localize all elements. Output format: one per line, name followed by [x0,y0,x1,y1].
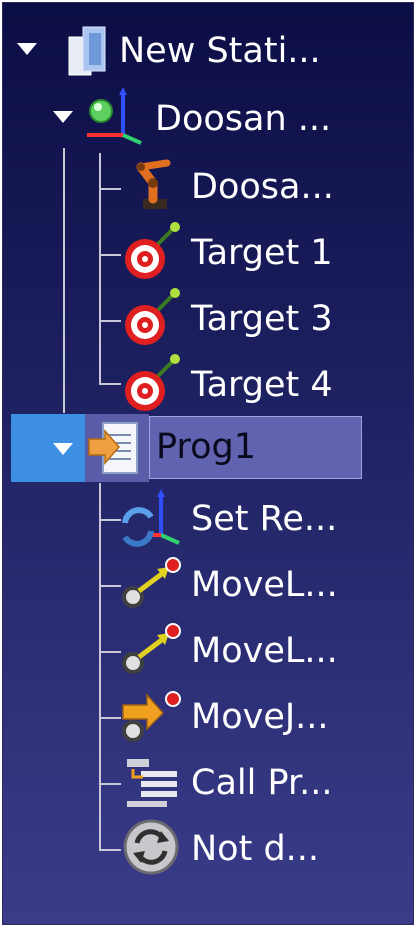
robot-arm-icon [123,153,183,218]
tree-item-station[interactable]: New Stati... [119,19,321,83]
selection-highlight [11,414,85,482]
call-program-icon [121,751,183,816]
tree-item-label: MoveJ... [191,696,329,737]
tree-item-instruction[interactable]: MoveL... [191,619,338,683]
tree-item-instruction[interactable]: MoveJ... [191,685,329,749]
tree-item-target[interactable]: Target 4 [191,353,333,417]
tree-connector [99,383,121,385]
tree-connector [99,849,121,851]
expand-arrow[interactable] [53,443,73,455]
tree-connector [99,254,121,256]
target-icon [121,287,183,352]
tree-item-label: Target 3 [191,298,333,339]
tree-item-label: Not d... [191,828,320,869]
tree-item-label: New Stati... [119,30,321,71]
tree-connector [99,783,121,785]
tree-item-instruction[interactable]: Call Pr... [191,751,333,815]
tree-connector [99,188,121,190]
tree-item-label: Prog1 [156,427,257,467]
tree-connector [99,717,121,719]
program-icon [87,419,141,482]
tree-connector [99,483,101,849]
tree-item-robot-frame[interactable]: Doosan ... [155,87,331,151]
tree-connector [99,519,121,521]
move-linear-icon [121,619,183,684]
tree-item-robot[interactable]: Doosa... [191,155,334,219]
tree-item-label: Doosan ... [155,98,332,139]
set-reference-icon [121,487,183,552]
target-icon [121,221,183,286]
not-defined-icon [121,817,183,882]
tree-item-program[interactable]: Prog1 [149,416,362,479]
tree-item-instruction[interactable]: MoveL... [191,553,338,617]
tree-item-label: Target 1 [191,232,333,273]
tree-item-target[interactable]: Target 1 [191,221,333,285]
tree-item-label: Doosa... [191,166,334,207]
tree-item-target[interactable]: Target 3 [191,287,333,351]
target-icon [121,353,183,418]
tree-item-label: MoveL... [191,630,338,671]
station-icon [65,25,109,82]
tree-item-instruction[interactable]: Set Re... [191,487,337,551]
move-linear-icon [121,553,183,618]
tree-item-label: Call Pr... [191,762,333,803]
tree-item-label: Set Re... [191,498,338,539]
tree-connector [99,651,121,653]
expand-arrow[interactable] [17,43,37,55]
tree-connector [99,153,101,383]
expand-arrow[interactable] [53,111,73,123]
robot-frame-icon [83,87,145,150]
move-joint-icon [121,685,183,750]
tree-item-label: MoveL... [191,564,338,605]
tree-item-label: Target 4 [191,364,333,405]
tree-item-instruction[interactable]: Not d... [191,817,319,881]
tree-connector [99,585,121,587]
tree-connector [99,320,121,322]
tree-connector [63,148,65,413]
